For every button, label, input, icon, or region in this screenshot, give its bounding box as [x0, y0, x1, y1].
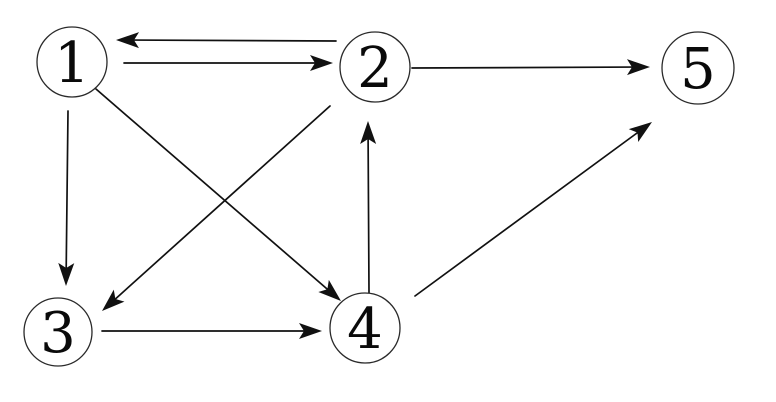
node-3-label: 3 [40, 301, 76, 366]
edge-3-4 [101, 323, 322, 339]
edge-1-4-arrowhead [318, 279, 341, 301]
node-5-circle [661, 31, 735, 105]
node-4: 4 [329, 292, 401, 364]
node-2-label: 2 [357, 36, 393, 101]
node-2: 2 [339, 31, 411, 103]
node-1-label: 1 [54, 31, 90, 96]
node-1-circle [36, 26, 108, 98]
edge-4-2-arrowhead [360, 121, 377, 145]
edge-3-4-arrowhead [299, 323, 322, 339]
edge-2-5 [411, 59, 650, 76]
node-4-label: 4 [347, 297, 383, 362]
node-5: 5 [661, 31, 735, 105]
edge-1-4 [95, 88, 341, 301]
edge-4-5 [414, 122, 652, 297]
edge-1-4-line [95, 88, 329, 291]
edge-2-3-line [114, 105, 331, 300]
edge-2-1-line [133, 39, 337, 42]
node-3: 3 [23, 297, 93, 367]
edge-4-5-arrowhead [628, 122, 652, 143]
node-3-circle [23, 297, 93, 367]
node-4-circle [329, 292, 401, 364]
edge-4-2 [360, 121, 377, 294]
edge-1-3-line [65, 110, 69, 269]
edge-1-2 [123, 55, 333, 71]
edge-2-5-arrowhead [626, 59, 650, 76]
edge-2-1 [116, 32, 337, 49]
edge-2-1-arrowhead [116, 32, 140, 49]
edge-1-3-arrowhead [58, 262, 75, 286]
edge-1-3 [58, 110, 75, 286]
edge-2-5-line [411, 66, 633, 69]
edge-4-5-line [414, 131, 639, 297]
node-5-label: 5 [680, 37, 716, 102]
edge-2-3 [102, 105, 331, 311]
edge-1-2-arrowhead [310, 55, 333, 71]
edge-4-2-line [367, 138, 370, 294]
node-1: 1 [36, 26, 108, 98]
edge-2-3-arrowhead [102, 289, 125, 311]
node-2-circle [339, 31, 411, 103]
